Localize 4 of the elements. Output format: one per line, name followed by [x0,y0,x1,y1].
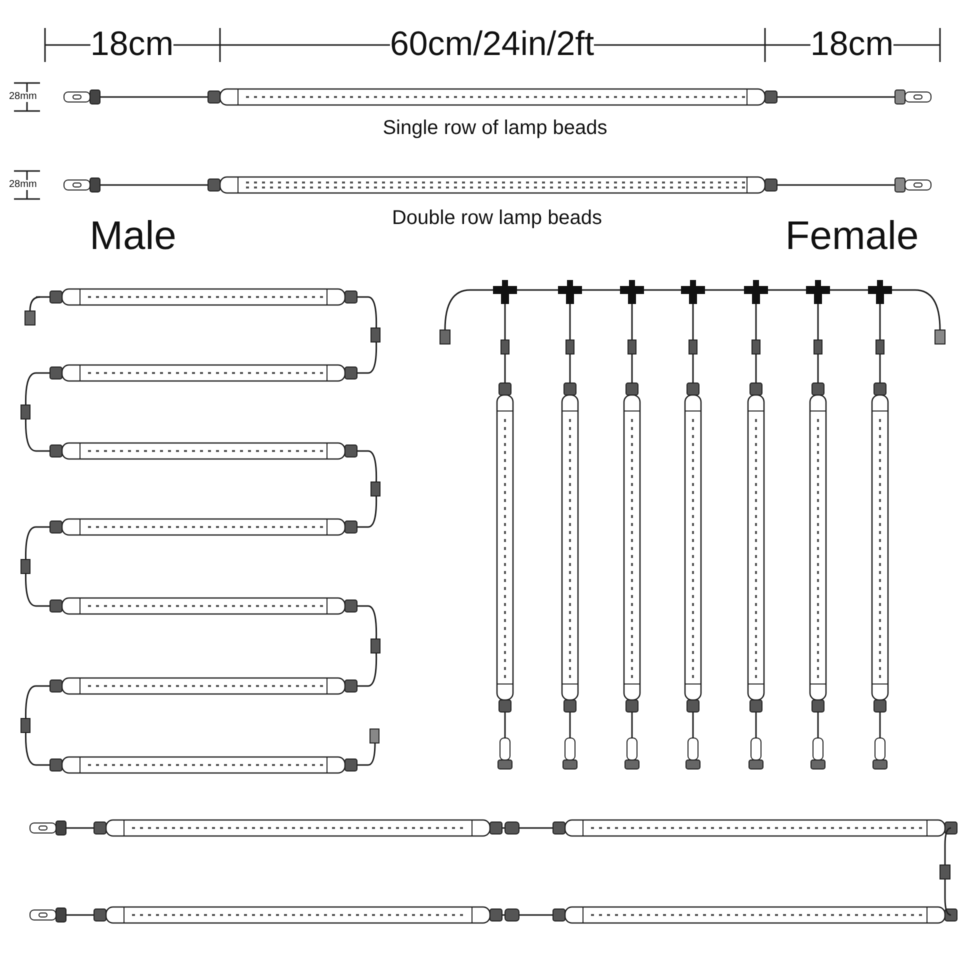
dimension-label: 28mm [9,180,37,190]
caption-text: Double row lamp beads [392,208,602,228]
dimension-label: 28mm [9,92,37,102]
caption-text: Single row of lamp beads [382,118,608,138]
